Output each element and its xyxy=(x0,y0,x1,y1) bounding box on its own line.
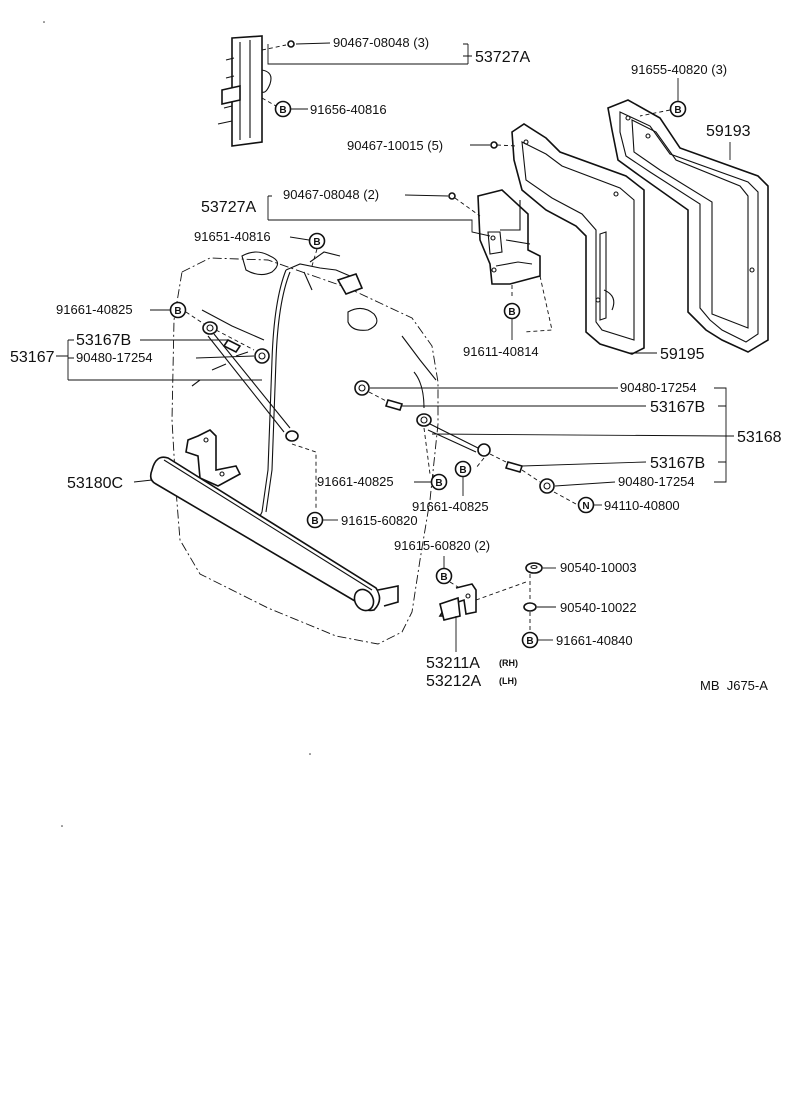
part-label-91611-40814: 91611-40814 xyxy=(463,344,539,359)
part-label-53212A: 53212A xyxy=(426,673,481,690)
speck xyxy=(61,825,63,827)
part-label-90467-08048-2: 90467-08048 (2) xyxy=(283,187,379,202)
part-label-53727A-top: 53727A xyxy=(475,49,530,66)
rear-door-outline xyxy=(171,251,439,645)
part-label-91651-40816: 91651-40816 xyxy=(194,229,271,244)
part-label-53167B-right2: 53167B xyxy=(650,455,705,472)
washer-90540-10003 xyxy=(525,562,543,574)
part-label-90467-08048-3: 90467-08048 (3) xyxy=(333,35,429,50)
part-label-59193: 59193 xyxy=(706,123,751,140)
bolt-badge-label: B xyxy=(279,105,286,116)
part-label-53167B-left: 53167B xyxy=(76,332,131,349)
bolt-badge-label: B xyxy=(459,465,466,476)
part-label-91615-60820: 91615-60820 xyxy=(341,513,418,528)
part-label-53168: 53168 xyxy=(737,429,782,446)
panel-bracket xyxy=(185,429,242,487)
part-label-90540-10022: 90540-10022 xyxy=(560,600,637,615)
part-label-91656-40816: 91656-40816 xyxy=(310,102,387,117)
bolt-badge xyxy=(308,232,326,250)
nut-badge-label: N xyxy=(582,501,589,512)
lower-bracket xyxy=(438,581,527,621)
speck xyxy=(43,21,45,23)
bolt-badge xyxy=(521,631,539,649)
part-label-91661-40825-mid2: 91661-40825 xyxy=(412,499,489,514)
part-label-90540-10003: 90540-10003 xyxy=(560,560,637,575)
bolt-badge xyxy=(669,100,687,118)
bolt-badge xyxy=(169,301,187,319)
bolt-badge xyxy=(454,460,472,478)
part-label-53167: 53167 xyxy=(10,349,55,366)
part-label-91655-40820-3: 91655-40820 (3) xyxy=(631,62,727,77)
part-label-53180C: 53180C xyxy=(67,475,123,492)
bolt-badge-label: B xyxy=(508,307,515,318)
part-label-91661-40840: 91661-40840 xyxy=(556,633,633,648)
bolt-badge xyxy=(306,511,324,529)
part-note-53212A: (LH) xyxy=(499,676,517,686)
stay-assembly-right xyxy=(354,380,577,505)
part-label-94110-40800: 94110-40800 xyxy=(604,498,680,513)
part-label-53211A: 53211A xyxy=(426,655,480,672)
mud-guard-outer-59193 xyxy=(607,99,769,353)
catalog-reference: MB J675-A xyxy=(700,678,768,693)
part-label-53167B-right1: 53167B xyxy=(650,399,705,416)
bolt-badge xyxy=(435,567,453,585)
hinge-bracket-upper xyxy=(217,35,295,147)
bolt-badge xyxy=(503,302,521,320)
bolt-badge-label: B xyxy=(526,636,533,647)
part-label-90480-17254-right1: 90480-17254 xyxy=(620,380,697,395)
carrier-tube-53180C xyxy=(149,456,399,612)
bolt-badge-label: B xyxy=(440,572,447,583)
part-label-59195: 59195 xyxy=(660,346,705,363)
part-note-53211A: (RH) xyxy=(499,658,518,668)
bolt-badge xyxy=(274,100,292,118)
part-label-90467-10015-5: 90467-10015 (5) xyxy=(347,138,443,153)
bolt-badge-label: B xyxy=(674,105,681,116)
stay-assembly-left xyxy=(202,321,317,510)
mud-guard-inner-59195 xyxy=(511,123,645,355)
part-label-91615-60820-2: 91615-60820 (2) xyxy=(394,538,490,553)
bolt-badge-label: B xyxy=(311,516,318,527)
hinge-bracket-middle xyxy=(477,189,541,285)
part-label-91661-40825-mid: 91661-40825 xyxy=(317,474,394,489)
part-label-53727A-mid: 53727A xyxy=(201,199,256,216)
bolt-badge-label: B xyxy=(313,237,320,248)
nut-badge xyxy=(577,496,595,514)
speck xyxy=(309,753,311,755)
part-label-91661-40825-left: 91661-40825 xyxy=(56,302,133,317)
bolt-badge-label: B xyxy=(174,306,181,317)
bolt-badge xyxy=(430,473,448,491)
bolt-badge-label: B xyxy=(435,478,442,489)
part-label-90480-17254-left: 90480-17254 xyxy=(76,350,153,365)
washer-90540-10022 xyxy=(523,602,537,612)
part-label-90480-17254-right2: 90480-17254 xyxy=(618,474,695,489)
